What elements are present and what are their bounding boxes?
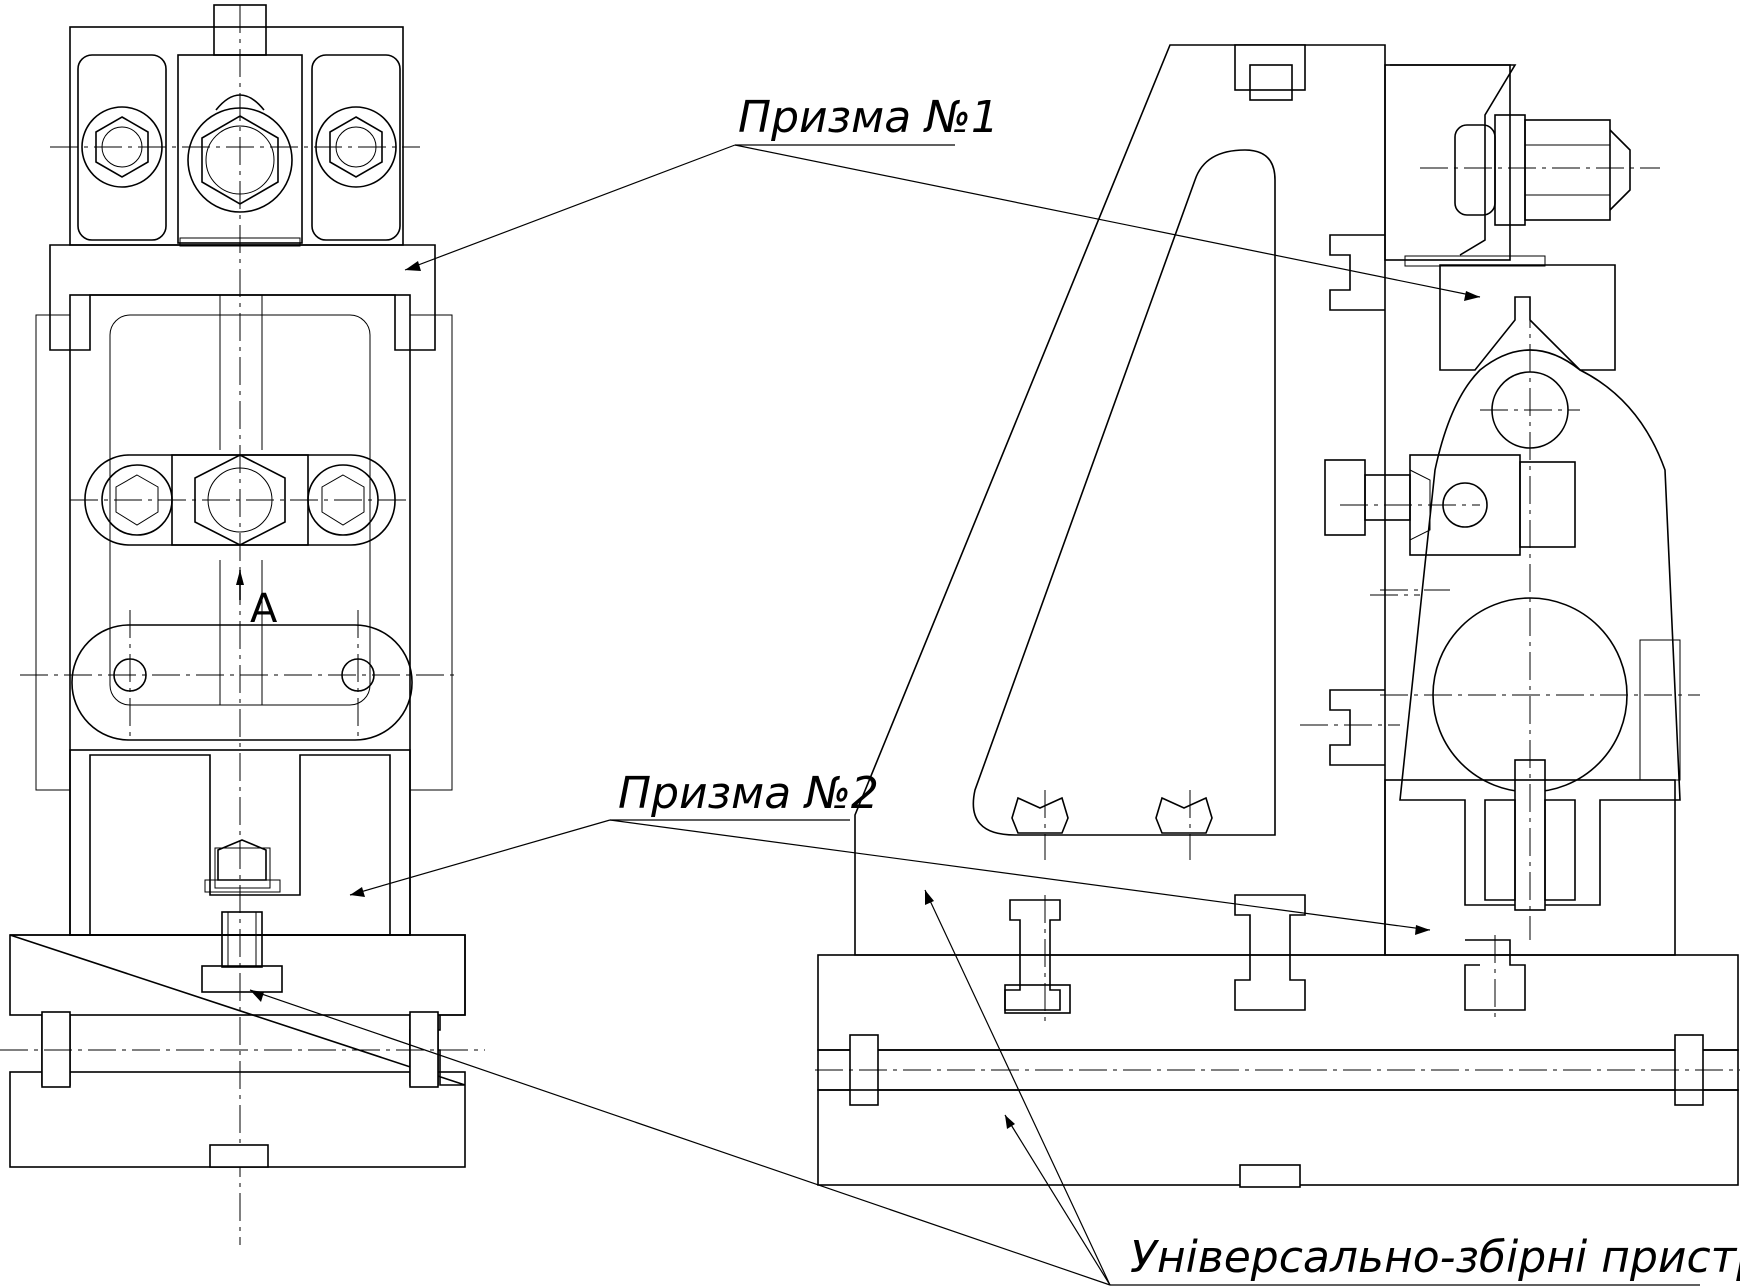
hex-nut-icon <box>1011 790 1069 860</box>
prism-2-label: Призма №2 <box>618 768 879 819</box>
hex-nut-icon <box>1155 790 1213 860</box>
leader-lines <box>249 144 1700 1286</box>
right-view <box>815 44 1740 1188</box>
hex-bolt-icon <box>1324 454 1576 556</box>
hex-bolt-icon <box>1454 114 1631 226</box>
hex-nut-icon <box>187 94 293 213</box>
fixtures-label: Універсально-збірні пристрої <box>1130 1232 1740 1283</box>
prism-1-label: Призма №1 <box>738 92 999 143</box>
left-view: A <box>0 4 485 1245</box>
